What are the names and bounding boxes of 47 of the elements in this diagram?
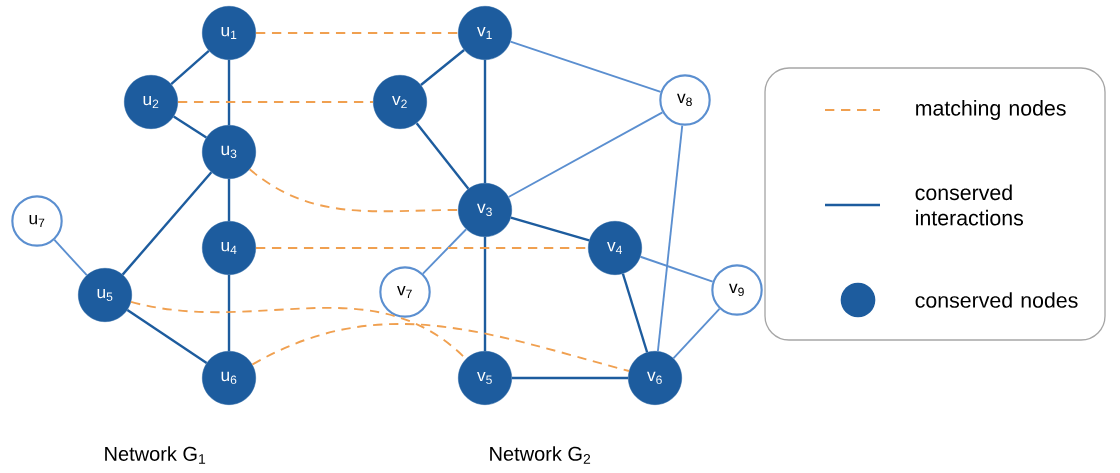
conserved-node: v$_{4}$ bbox=[588, 221, 642, 275]
interaction-line bbox=[483, 59, 487, 184]
legend-text: matching nodes bbox=[916, 100, 1066, 120]
interaction-line bbox=[121, 171, 213, 276]
legend-text: conserved nodes bbox=[915, 292, 1078, 308]
interaction-line bbox=[621, 273, 649, 353]
network-caption: Network G$_{2}$ bbox=[490, 446, 591, 464]
interaction-line bbox=[422, 228, 468, 275]
interaction-line bbox=[415, 122, 470, 190]
interaction-line bbox=[420, 49, 465, 86]
conserved-node: v$_{1}$ bbox=[458, 6, 512, 60]
conserved-node: u$_{2}$ bbox=[124, 75, 178, 129]
conserved-node: u$_{5}$ bbox=[78, 268, 132, 322]
network-node: v$_{9}$ bbox=[711, 264, 763, 316]
network-node: v$_{8}$ bbox=[659, 74, 711, 126]
interaction-line bbox=[672, 307, 721, 360]
conserved-node: u$_{1}$ bbox=[202, 6, 256, 60]
matching-line bbox=[248, 168, 459, 213]
conserved-node: v$_{6}$ bbox=[628, 351, 682, 405]
matching-line bbox=[255, 32, 459, 34]
matching-line bbox=[177, 101, 374, 103]
interaction-line bbox=[173, 115, 207, 139]
interaction-line bbox=[227, 178, 231, 222]
network-caption: Network G$_{1}$ bbox=[105, 446, 206, 464]
interaction-line bbox=[510, 216, 590, 242]
network-node: v$_{7}$ bbox=[379, 266, 431, 318]
interaction-line bbox=[656, 124, 684, 353]
interaction-line bbox=[126, 308, 208, 364]
conserved-node: u$_{6}$ bbox=[202, 351, 256, 405]
conserved-node: v$_{2}$ bbox=[373, 75, 427, 129]
network-node: u$_{7}$ bbox=[11, 195, 63, 247]
conserved-node: v$_{3}$ bbox=[458, 183, 512, 237]
interaction-line bbox=[227, 59, 231, 126]
matching-line bbox=[130, 301, 467, 360]
matching-line bbox=[251, 323, 630, 372]
conserved-node: u$_{4}$ bbox=[202, 221, 256, 275]
interaction-line bbox=[227, 274, 231, 352]
conserved-node: v$_{5}$ bbox=[458, 351, 512, 405]
interaction-line bbox=[507, 111, 664, 198]
interaction-line bbox=[509, 40, 662, 93]
interaction-line bbox=[511, 376, 629, 380]
interaction-line bbox=[170, 49, 210, 86]
interaction-line bbox=[639, 255, 714, 283]
conserved-node: u$_{3}$ bbox=[202, 125, 256, 179]
interaction-line bbox=[53, 239, 88, 277]
interaction-line bbox=[483, 236, 487, 352]
legend-text: conserved interactions bbox=[915, 184, 1023, 226]
